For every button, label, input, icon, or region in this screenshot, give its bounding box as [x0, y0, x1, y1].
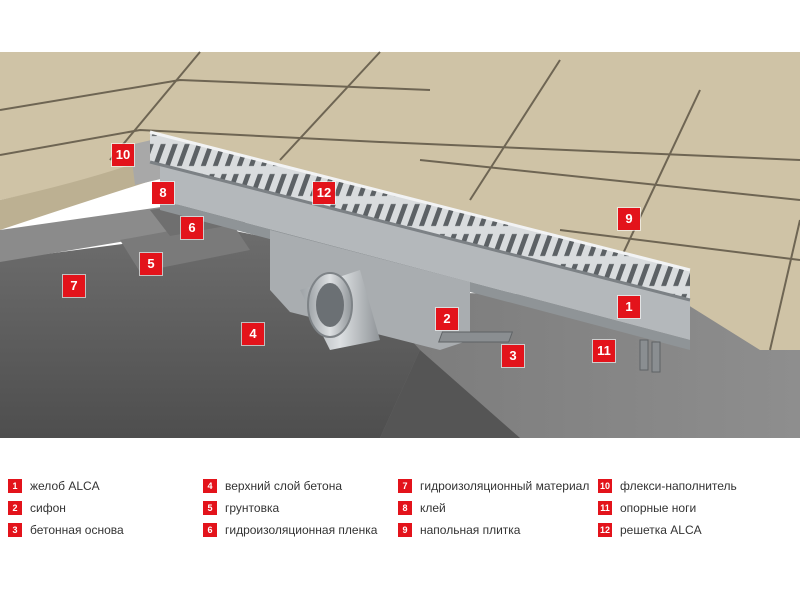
legend-label: гидроизоляционный материал	[420, 479, 590, 493]
legend-item-6: 6 гидроизоляционная пленка	[203, 522, 377, 538]
legend-item-5: 5 грунтовка	[203, 500, 279, 516]
siphon-body	[270, 230, 470, 350]
legend-item-10: 10 флекси-наполнитель	[598, 478, 737, 494]
legend-label: опорные ноги	[620, 501, 697, 515]
legend-number: 11	[598, 501, 612, 515]
callout-9: 9	[618, 208, 640, 230]
legend-number: 2	[8, 501, 22, 515]
drain-channel	[160, 160, 690, 340]
callout-7: 7	[63, 275, 85, 297]
legend-item-8: 8 клей	[398, 500, 446, 516]
legend-label: бетонная основа	[30, 523, 124, 537]
legend-label: клей	[420, 501, 446, 515]
support-legs	[438, 331, 661, 373]
callout-6: 6	[181, 217, 203, 239]
floor-drain-cross-section-illustration	[0, 50, 800, 438]
legend-number: 4	[203, 479, 217, 493]
legend-label: верхний слой бетона	[225, 479, 343, 493]
legend-label: напольная плитка	[420, 523, 521, 537]
legend-item-9: 9 напольная плитка	[398, 522, 520, 538]
legend-number: 9	[398, 523, 412, 537]
callout-8: 8	[152, 182, 174, 204]
legend-label: сифон	[30, 501, 66, 515]
legend-item-4: 4 верхний слой бетона	[203, 478, 342, 494]
legend-label: флекси-наполнитель	[620, 479, 737, 493]
legend-item-2: 2 сифон	[8, 500, 66, 516]
callout-4: 4	[242, 323, 264, 345]
legend-number: 7	[398, 479, 412, 493]
legend-item-3: 3 бетонная основа	[8, 522, 124, 538]
drain-grate	[150, 132, 690, 300]
callout-2: 2	[436, 308, 458, 330]
legend-number: 3	[8, 523, 22, 537]
legend-label: грунтовка	[225, 501, 280, 515]
legend: 1 желоб ALCA 2 сифон 3 бетонная основа 4…	[0, 474, 800, 544]
legend-item-12: 12 решетка ALCA	[598, 522, 702, 538]
legend-number: 6	[203, 523, 217, 537]
legend-item-1: 1 желоб ALCA	[8, 478, 100, 494]
callout-5: 5	[140, 253, 162, 275]
legend-number: 5	[203, 501, 217, 515]
callout-10: 10	[112, 144, 134, 166]
callout-1: 1	[618, 296, 640, 318]
legend-item-7: 7 гидроизоляционный материал	[398, 478, 589, 494]
legend-number: 10	[598, 479, 612, 493]
callout-12: 12	[313, 182, 335, 204]
callout-11: 11	[593, 340, 615, 362]
callout-3: 3	[502, 345, 524, 367]
legend-number: 1	[8, 479, 22, 493]
legend-number: 8	[398, 501, 412, 515]
legend-label: решетка ALCA	[620, 523, 702, 537]
legend-label: желоб ALCA	[30, 479, 100, 493]
legend-label: гидроизоляционная пленка	[225, 523, 378, 537]
legend-number: 12	[598, 523, 612, 537]
legend-item-11: 11 опорные ноги	[598, 500, 696, 516]
